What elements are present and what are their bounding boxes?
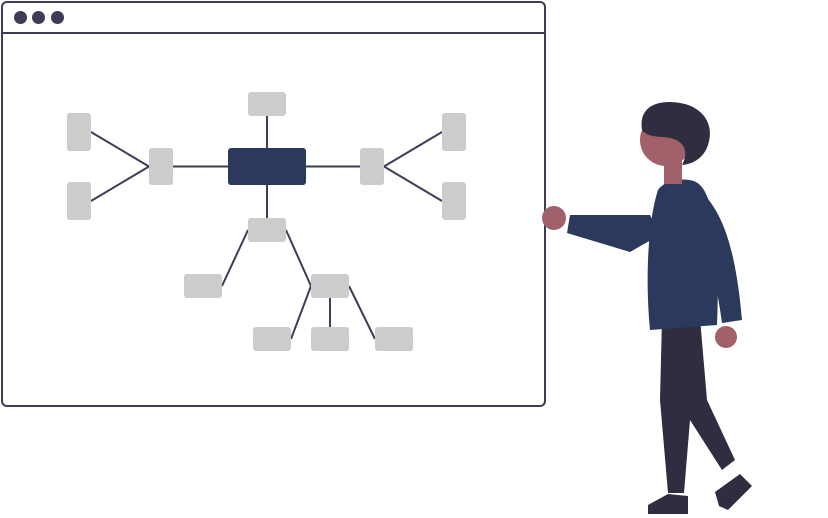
person-back-leg bbox=[660, 318, 735, 493]
window-dot-maximize[interactable] bbox=[51, 11, 64, 24]
connector-bottom-hub-to-bottom-left-leaf bbox=[221, 229, 249, 287]
node-bottom-sub-leaf-3[interactable] bbox=[375, 327, 413, 351]
node-bottom-sub-hub[interactable] bbox=[311, 274, 349, 298]
node-left-hub[interactable] bbox=[149, 148, 173, 185]
person-illustration bbox=[542, 101, 752, 514]
person-left-hand bbox=[542, 206, 566, 230]
connector-right-hub-to-right-leaf-1 bbox=[383, 131, 443, 168]
node-bottom-left-leaf[interactable] bbox=[184, 274, 222, 298]
connector-left-hub-to-left-leaf-1 bbox=[90, 131, 150, 168]
node-right-leaf-2[interactable] bbox=[442, 182, 466, 220]
node-bottom-sub-leaf-1[interactable] bbox=[253, 327, 291, 351]
person-hair bbox=[641, 101, 710, 165]
node-bottom-sub-leaf-2[interactable] bbox=[311, 327, 349, 351]
node-left-leaf-1[interactable] bbox=[67, 113, 91, 151]
node-right-hub[interactable] bbox=[360, 148, 384, 185]
mind-map-diagram bbox=[67, 92, 466, 351]
connector-bottom-hub-to-bottom-sub-hub bbox=[285, 229, 312, 287]
person-shoe-back bbox=[715, 474, 752, 510]
node-top[interactable] bbox=[248, 92, 286, 116]
window-dot-close[interactable] bbox=[14, 11, 27, 24]
connector-bottom-sub-hub-to-bottom-sub-leaf-3 bbox=[348, 285, 376, 340]
connector-right-hub-to-right-leaf-2 bbox=[383, 165, 443, 202]
node-left-leaf-2[interactable] bbox=[67, 182, 91, 220]
node-center[interactable] bbox=[228, 148, 306, 185]
person-right-arm bbox=[690, 190, 742, 323]
node-bottom-hub[interactable] bbox=[248, 218, 286, 242]
connector-bottom-sub-hub-to-bottom-sub-leaf-1 bbox=[290, 285, 312, 340]
person-shoe-front bbox=[648, 494, 688, 514]
connector-left-hub-to-left-leaf-2 bbox=[90, 165, 150, 202]
window-title-bar bbox=[3, 3, 544, 34]
node-right-leaf-1[interactable] bbox=[442, 113, 466, 151]
window-dot-minimize[interactable] bbox=[32, 11, 45, 24]
person-left-arm bbox=[567, 215, 660, 252]
person-right-hand bbox=[715, 326, 737, 348]
